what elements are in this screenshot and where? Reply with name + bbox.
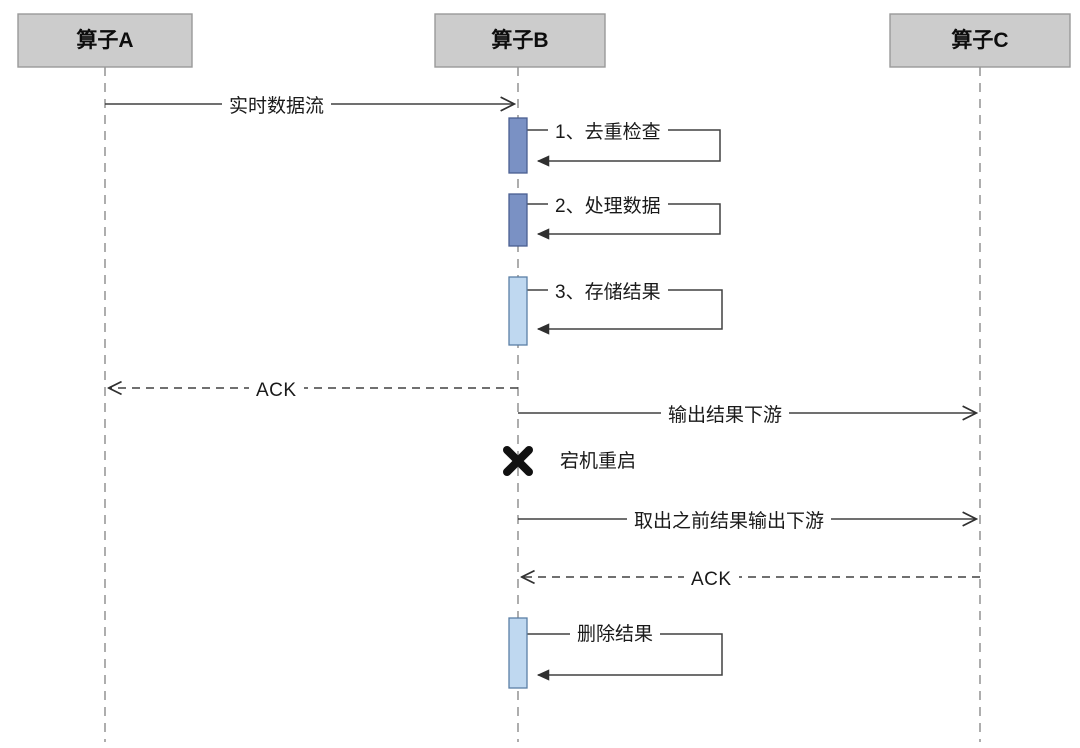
participant-box-c[interactable] [889, 13, 1071, 68]
participant-label-a: 算子A [76, 29, 134, 52]
message-label-process-data: 2、处理数据 [548, 197, 668, 216]
message-label-ack-to-b: ACK [684, 570, 739, 589]
message-label-fetch-previous-result-downstream: 取出之前结果输出下游 [627, 512, 832, 531]
message-label-crash-restart: 宕机重启 [553, 452, 644, 471]
participant-label-b: 算子B [491, 29, 549, 52]
participant-label-c: 算子C [951, 29, 1009, 52]
activation-bar-store-result [508, 276, 528, 346]
message-label-realtime-data-stream: 实时数据流 [222, 97, 332, 116]
message-label-output-result-downstream: 输出结果下游 [661, 406, 790, 425]
lifelines-group [104, 67, 981, 742]
activation-bar-dedup-check [508, 117, 528, 174]
message-label-dedup-check: 1、去重检查 [548, 123, 668, 142]
activation-bar-delete-result [508, 617, 528, 689]
message-label-ack-to-a: ACK [249, 381, 304, 400]
message-label-store-result: 3、存储结果 [548, 283, 668, 302]
activation-bar-process-data [508, 193, 528, 247]
message-label-delete-result: 删除结果 [570, 625, 661, 644]
participant-box-b[interactable] [434, 13, 606, 68]
participant-box-a[interactable] [17, 13, 193, 68]
crash-marker-icon [503, 446, 533, 476]
